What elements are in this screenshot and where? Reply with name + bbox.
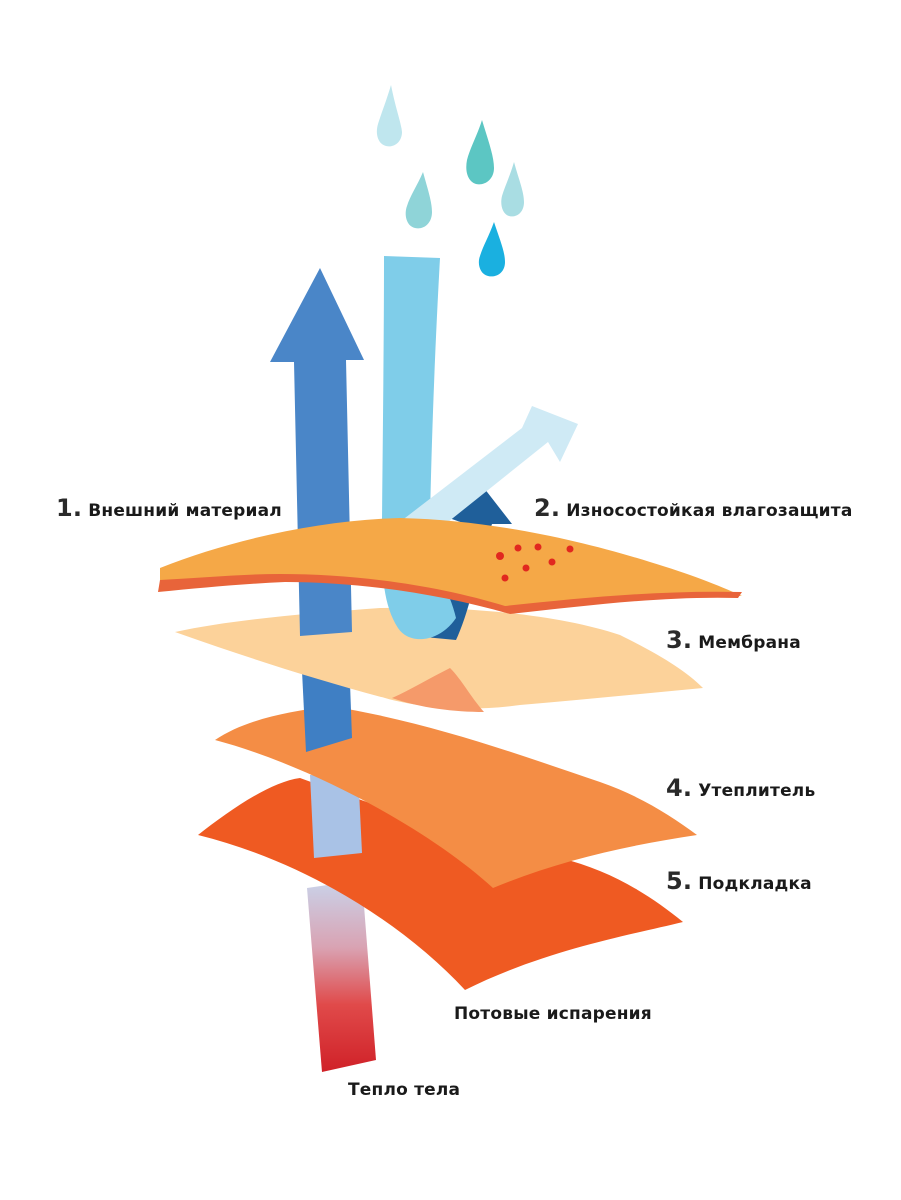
label-body-heat: Тепло тела: [348, 1080, 461, 1100]
label-membrane: 3.Мембрана: [666, 626, 801, 654]
layer-outer-shell: [160, 518, 742, 612]
label-number: 2.: [534, 494, 561, 522]
rain-drops: [376, 85, 524, 277]
body-heat-column: [307, 880, 376, 1072]
raindrop-1: [376, 85, 402, 147]
deflect-arrow: [384, 406, 578, 542]
label-lining: 5.Подкладка: [666, 867, 812, 895]
raindrop-4: [501, 162, 524, 217]
label-outer-fabric: 1.Внешний материал: [56, 494, 282, 522]
label-text: Утеплитель: [698, 781, 816, 801]
dwr-dots: [496, 543, 574, 582]
label-number: 4.: [666, 774, 693, 802]
label-number: 5.: [666, 867, 693, 895]
label-text: Мембрана: [698, 633, 801, 653]
layer-insulation: [215, 706, 697, 888]
label-insulation: 4.Утеплитель: [666, 774, 815, 802]
label-text: Подкладка: [698, 874, 812, 894]
label-number: 1.: [56, 494, 83, 522]
label-dwr: 2.Износостойкая влагозащита: [534, 494, 853, 522]
raindrop-3: [405, 172, 432, 229]
label-number: 3.: [666, 626, 693, 654]
raindrop-5: [478, 222, 505, 277]
raindrop-2: [466, 120, 494, 185]
membrane-fold: [392, 668, 484, 712]
label-text: Внешний материал: [88, 501, 282, 521]
label-sweat-vapor: Потовые испарения: [454, 1004, 652, 1024]
layer-outer-shell-edge: [158, 574, 742, 614]
label-text: Износостойкая влагозащита: [566, 501, 853, 521]
